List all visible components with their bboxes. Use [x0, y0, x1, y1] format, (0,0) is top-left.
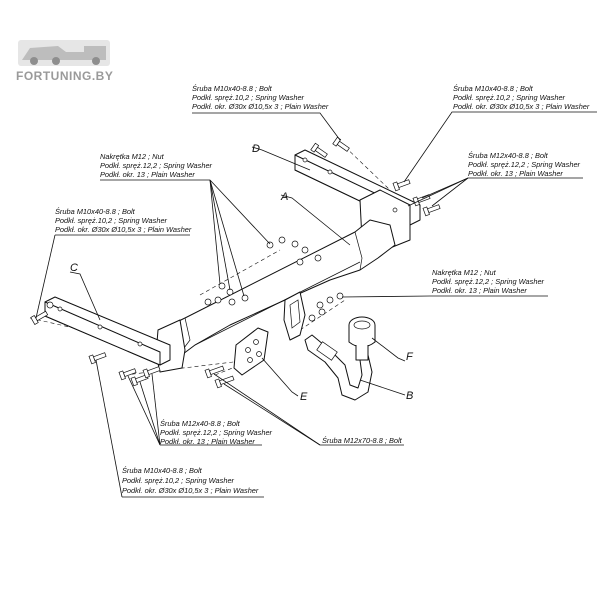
callout-bolt-m12-right: Śruba M12x40-8.8 ; Bolt Podkł. spręż.12,…	[468, 151, 581, 178]
part-label-d: D	[252, 143, 260, 155]
svg-text:Śruba M12x40-8.8 ; Bolt: Śruba M12x40-8.8 ; Bolt	[468, 151, 549, 160]
svg-text:Podkł. spręż.10,2 ; Spring Was: Podkł. spręż.10,2 ; Spring Washer	[55, 216, 168, 225]
svg-text:Śruba M10x40-8.8 ; Bolt: Śruba M10x40-8.8 ; Bolt	[192, 84, 273, 93]
part-d-bracket	[294, 149, 421, 251]
svg-text:Podkł. spręż.12,2 ; Spring Was: Podkł. spręż.12,2 ; Spring Washer	[100, 161, 213, 170]
part-f-tow-ball	[348, 316, 376, 361]
svg-text:Podkł. okr. 13 ; Plain Washer: Podkł. okr. 13 ; Plain Washer	[468, 169, 563, 178]
part-e-socket-plate	[233, 327, 269, 376]
svg-text:Podkł. spręż.12,2 ; Spring Was: Podkł. spręż.12,2 ; Spring Washer	[160, 428, 273, 437]
hitch-mount-block	[283, 291, 306, 341]
svg-text:Podkł. okr. Ø30x Ø10,5x 3 ; Pl: Podkł. okr. Ø30x Ø10,5x 3 ; Plain Washer	[122, 486, 259, 495]
part-label-c: C	[70, 262, 78, 274]
callout-nut-right: Nakrętka M12 ; Nut Podkł. spręż.12,2 ; S…	[432, 268, 545, 295]
svg-text:Podkł. spręż.10,2 ; Spring Was: Podkł. spręż.10,2 ; Spring Washer	[453, 93, 566, 102]
svg-text:Śruba M10x40-8.8 ; Bolt: Śruba M10x40-8.8 ; Bolt	[122, 466, 203, 475]
svg-text:Podkł. spręż.12,2 ; Spring Was: Podkł. spręż.12,2 ; Spring Washer	[468, 160, 581, 169]
callout-bolt-c-left: Śruba M10x40-8.8 ; Bolt Podkł. spręż.10,…	[55, 207, 192, 234]
fortuning-logo: FORTUNING.BY	[16, 40, 113, 83]
callout-bolt-d-top: Śruba M10x40-8.8 ; Bolt Podkł. spręż.10,…	[192, 84, 329, 111]
svg-text:Podkł. okr. Ø30x Ø10,5x 3 ; Pl: Podkł. okr. Ø30x Ø10,5x 3 ; Plain Washer	[55, 225, 192, 234]
svg-text:Podkł. okr. 13 ; Plain Washer: Podkł. okr. 13 ; Plain Washer	[160, 437, 255, 446]
callout-bolt-m12-bottom: Śruba M12x40-8.8 ; Bolt Podkł. spręż.12,…	[160, 419, 273, 446]
svg-text:Śruba M10x40-8.8 ; Bolt: Śruba M10x40-8.8 ; Bolt	[55, 207, 136, 216]
part-c-bracket	[44, 296, 171, 366]
svg-text:Nakrętka M12 ; Nut: Nakrętka M12 ; Nut	[432, 268, 497, 277]
watermark-text: FORTUNING.BY	[16, 69, 113, 83]
part-label-b: B	[406, 390, 413, 402]
svg-text:Śruba M10x40-8.8 ; Bolt: Śruba M10x40-8.8 ; Bolt	[453, 84, 534, 93]
part-label-a: A	[280, 191, 288, 203]
svg-text:Podkł. spręż.10,2 ; Spring Was: Podkł. spręż.10,2 ; Spring Washer	[192, 93, 305, 102]
svg-text:Podkł. okr. 13 ; Plain Washer: Podkł. okr. 13 ; Plain Washer	[100, 170, 195, 179]
callout-bolt-m12x70: Śruba M12x70-8.8 ; Bolt	[322, 436, 403, 445]
svg-text:Nakrętka M12 ; Nut: Nakrętka M12 ; Nut	[100, 152, 165, 161]
svg-text:Podkł. spręż.10,2 ; Spring Was: Podkł. spręż.10,2 ; Spring Washer	[122, 476, 235, 485]
callout-nut-left: Nakrętka M12 ; Nut Podkł. spręż.12,2 ; S…	[100, 152, 213, 179]
leader-lines	[35, 111, 597, 498]
svg-text:Śruba M12x40-8.8 ; Bolt: Śruba M12x40-8.8 ; Bolt	[160, 419, 241, 428]
svg-text:Podkł. okr. Ø30x Ø10,5x 3 ; Pl: Podkł. okr. Ø30x Ø10,5x 3 ; Plain Washer	[453, 102, 590, 111]
part-label-e: E	[300, 391, 308, 403]
part-label-f: F	[406, 351, 414, 363]
svg-text:Podkł. spręż.12,2 ; Spring Was: Podkł. spręż.12,2 ; Spring Washer	[432, 277, 545, 286]
svg-text:Śruba M12x70-8.8 ; Bolt: Śruba M12x70-8.8 ; Bolt	[322, 436, 403, 445]
svg-text:Podkł. okr. Ø30x Ø10,5x 3 ; Pl: Podkł. okr. Ø30x Ø10,5x 3 ; Plain Washer	[192, 102, 329, 111]
callout-bolt-d-right: Śruba M10x40-8.8 ; Bolt Podkł. spręż.10,…	[453, 84, 590, 111]
svg-text:Podkł. okr. 13 ; Plain Washer: Podkł. okr. 13 ; Plain Washer	[432, 286, 527, 295]
callout-bolt-c-bottom: Śruba M10x40-8.8 ; Bolt Podkł. spręż.10,…	[122, 466, 259, 495]
callouts: Śruba M10x40-8.8 ; Bolt Podkł. spręż.10,…	[55, 84, 590, 495]
part-labels: D A C F B E	[70, 143, 414, 403]
fasteners	[30, 136, 441, 389]
